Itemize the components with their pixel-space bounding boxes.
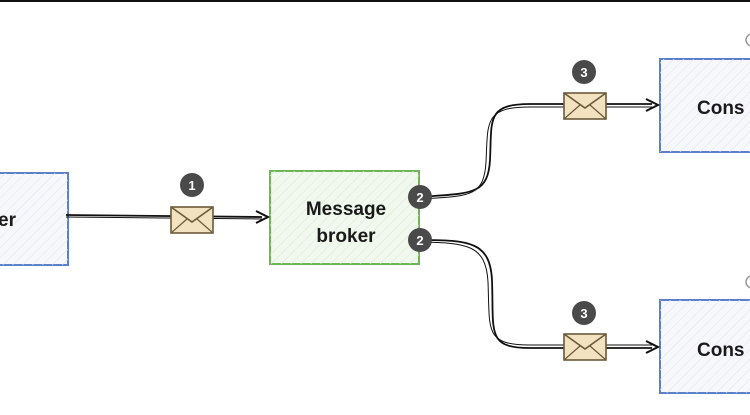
broker-label-line2: broker xyxy=(316,226,376,247)
consumer-bottom-node: Cons xyxy=(659,299,750,394)
step-badge-3-top: 3 xyxy=(572,60,596,84)
producer-node: er xyxy=(0,172,69,266)
step-badge-2-top: 2 xyxy=(408,185,432,209)
producer-label: er xyxy=(0,210,17,231)
step-badge-1-text: 1 xyxy=(188,178,195,193)
step-badge-1: 1 xyxy=(180,173,204,197)
consumer-bottom-label: Cons xyxy=(697,340,745,361)
step-badge-2-top-text: 2 xyxy=(416,190,423,205)
connector-broker-consumer-top xyxy=(419,98,661,200)
broker-label-line1: Message xyxy=(306,199,386,220)
step-badge-2-bottom: 2 xyxy=(408,228,432,252)
broker-node: Message broker xyxy=(269,170,420,265)
step-badge-3-bottom-text: 3 xyxy=(580,306,587,321)
step-badge-3-bottom: 3 xyxy=(572,301,596,325)
connector-broker-consumer-bottom xyxy=(419,239,661,354)
step-badge-3-top-text: 3 xyxy=(580,65,587,80)
arrowhead xyxy=(255,210,271,224)
edge-marker-top xyxy=(745,33,750,47)
arrowhead xyxy=(645,98,661,112)
consumer-top-label: Cons xyxy=(697,98,745,119)
top-border xyxy=(0,0,750,2)
arrowhead xyxy=(645,340,661,354)
envelope-icon xyxy=(563,92,607,120)
edge-marker-bottom xyxy=(745,275,750,289)
connector-producer-broker xyxy=(65,210,271,224)
consumer-top-node: Cons xyxy=(659,58,750,153)
envelope-icon xyxy=(563,333,607,361)
envelope-icon xyxy=(170,206,214,234)
step-badge-2-bottom-text: 2 xyxy=(416,233,423,248)
